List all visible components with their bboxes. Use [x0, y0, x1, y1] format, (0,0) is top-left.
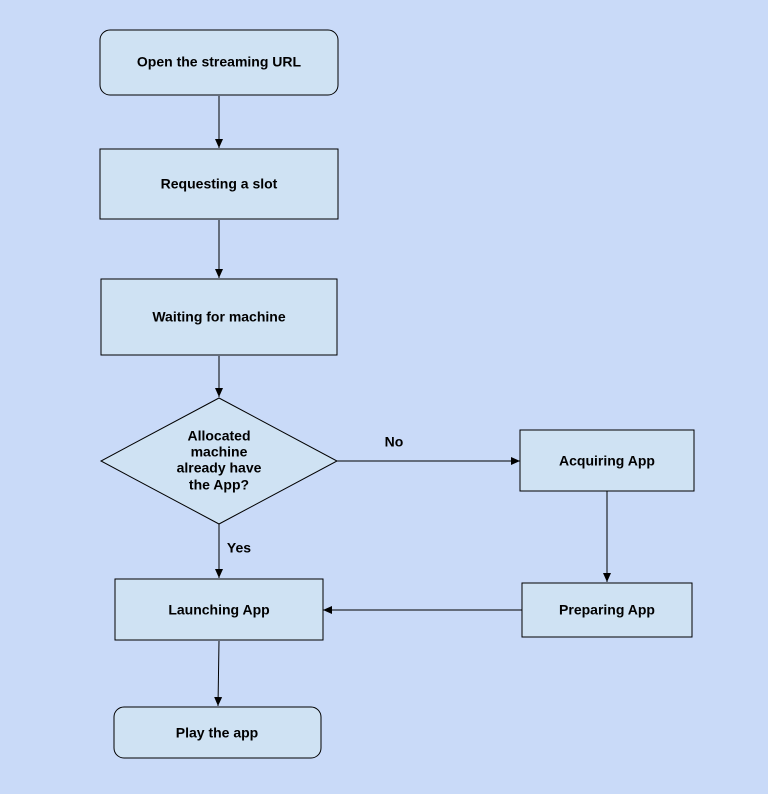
node-play-app: [113, 706, 322, 759]
node-open-url: [99, 29, 339, 96]
node-open-url-label: Open the streaming URL: [137, 54, 302, 70]
node-acquiring-app-label: Acquiring App: [559, 453, 655, 469]
node-decision-label-line-2: machine: [191, 444, 248, 460]
node-requesting-slot-label: Requesting a slot: [161, 176, 278, 192]
node-decision-label-line-4: the App?: [189, 477, 249, 493]
node-decision: [99, 397, 339, 525]
node-decision-label-line-1: Allocated: [187, 428, 250, 444]
node-requesting-slot: [99, 148, 339, 220]
node-play-app-label: Play the app: [176, 725, 258, 741]
node-waiting-machine: [100, 278, 338, 356]
edge-label-no: No: [385, 434, 404, 450]
node-preparing-app-label: Preparing App: [559, 602, 655, 618]
node-preparing-app: [521, 582, 693, 638]
node-acquiring-app: [519, 429, 695, 492]
node-waiting-machine-label: Waiting for machine: [152, 309, 285, 325]
edge-label-yes: Yes: [227, 540, 251, 556]
node-decision-label-line-3: already have: [177, 460, 262, 476]
node-launching-app: [114, 578, 324, 641]
edge-launching-to-play: [214, 640, 223, 707]
node-launching-app-label: Launching App: [168, 602, 269, 618]
